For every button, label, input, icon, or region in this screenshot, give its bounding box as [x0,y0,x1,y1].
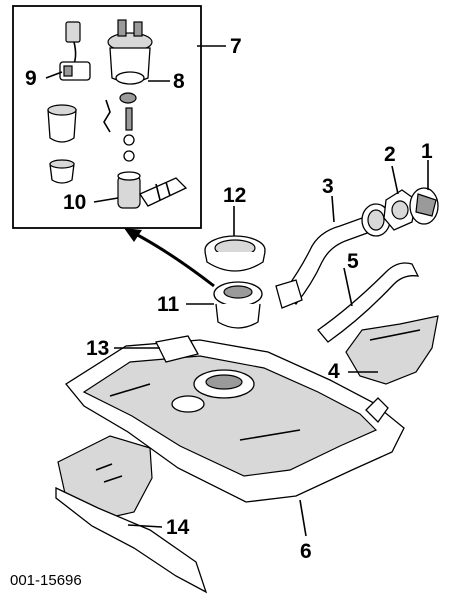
callout-13: 13 [86,337,109,360]
arrow-head [124,228,142,242]
vent-hose [317,262,420,343]
callout-10: 10 [63,191,86,214]
fuel-cap [409,187,439,225]
fuel-pump [117,171,188,209]
pump-ring [204,235,266,272]
figure-code: 001-15696 [10,572,82,589]
lock-ring [213,281,263,329]
callout-7: 7 [230,35,242,58]
leader-lines [45,45,429,537]
inset-arrow [131,230,215,288]
callout-8: 8 [173,70,185,93]
callout-9: 9 [25,67,37,90]
wire-harness [59,21,91,81]
callout-1: 1 [421,140,433,163]
pump-module-top [107,19,153,104]
filler-gasket [383,189,417,231]
callout-5: 5 [347,250,359,273]
callout-12: 12 [223,184,246,207]
callout-2: 2 [384,143,396,166]
callout-4: 4 [328,360,340,383]
fuel-tank [65,335,405,503]
callout-3: 3 [322,175,334,198]
callout-11: 11 [157,293,180,316]
tank-protector [55,435,208,594]
callout-14: 14 [166,516,190,539]
callout-6: 6 [300,540,312,563]
heat-shield [345,315,439,385]
pump-strainer [47,104,77,184]
pump-sensor-wires [103,99,135,162]
